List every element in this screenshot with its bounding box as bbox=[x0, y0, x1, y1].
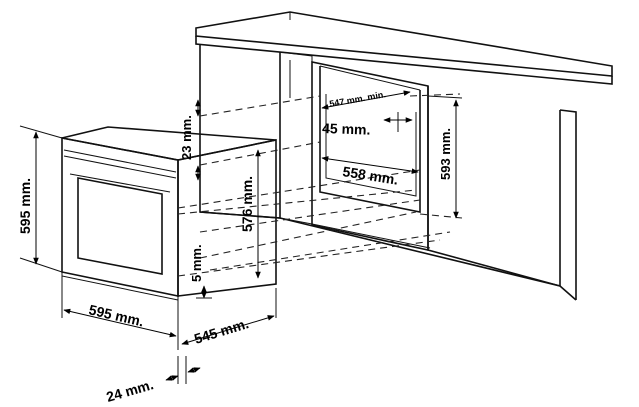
dim-label-547-min: 547 mm. min. bbox=[329, 89, 387, 109]
dim-label-558: 558 mm. bbox=[342, 163, 400, 188]
dim-label-24: 24 mm. bbox=[104, 376, 155, 405]
dim-label-595-width: 595 mm. bbox=[87, 301, 145, 329]
projection-lines bbox=[177, 93, 463, 277]
oven-unit bbox=[61, 126, 277, 301]
dim-label-593: 593 mm. bbox=[438, 128, 453, 180]
dim-label-576: 576 mm. bbox=[239, 176, 255, 232]
dim-label-45: 45 mm. bbox=[322, 120, 371, 138]
dim-label-595-height: 595 mm. bbox=[17, 178, 33, 234]
dimension-arrows bbox=[19, 90, 463, 384]
dim-label-23: 23 mm. bbox=[179, 115, 194, 160]
dim-label-545: 545 mm. bbox=[192, 315, 250, 347]
dim-label-5: 5 mm. bbox=[189, 244, 204, 282]
kitchen-cabinet bbox=[195, 11, 613, 301]
